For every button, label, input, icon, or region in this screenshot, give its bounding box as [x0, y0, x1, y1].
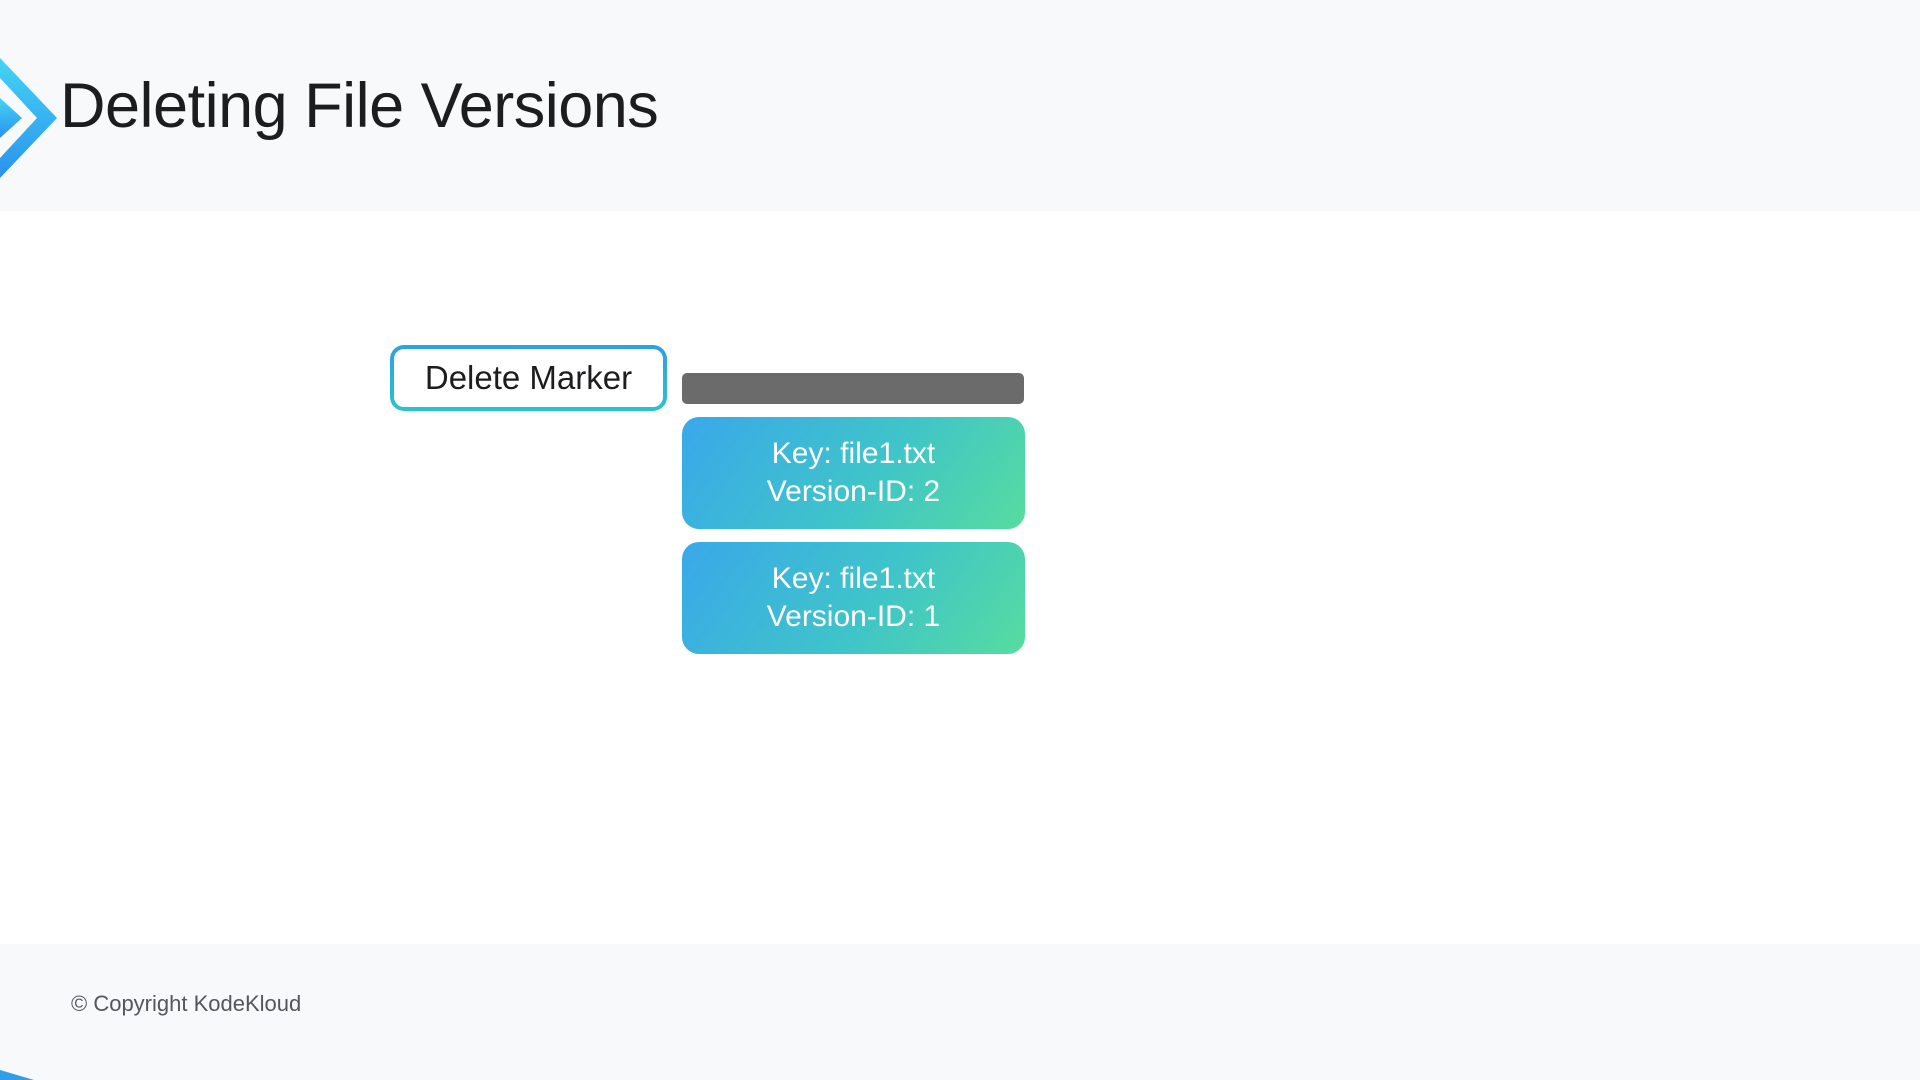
version-object-2: Key: file1.txt Version-ID: 2 [682, 417, 1025, 529]
corner-accent-shape [0, 1070, 34, 1080]
version-object-id: Version-ID: 2 [766, 475, 941, 508]
version-object-id: Version-ID: 1 [766, 600, 941, 633]
version-object-key: Key: file1.txt [771, 437, 936, 470]
delete-marker-label: Delete Marker [394, 349, 663, 407]
page-title: Deleting File Versions [60, 71, 659, 141]
version-object-key: Key: file1.txt [771, 562, 936, 595]
delete-marker-label-box: Delete Marker [390, 345, 667, 411]
header-band [0, 0, 1920, 211]
delete-marker-bar [682, 373, 1024, 404]
footer-band [0, 944, 1920, 1080]
kodekloud-arrow-icon [0, 58, 57, 178]
copyright-text: © Copyright KodeKloud [71, 991, 302, 1016]
version-object-1: Key: file1.txt Version-ID: 1 [682, 542, 1025, 654]
